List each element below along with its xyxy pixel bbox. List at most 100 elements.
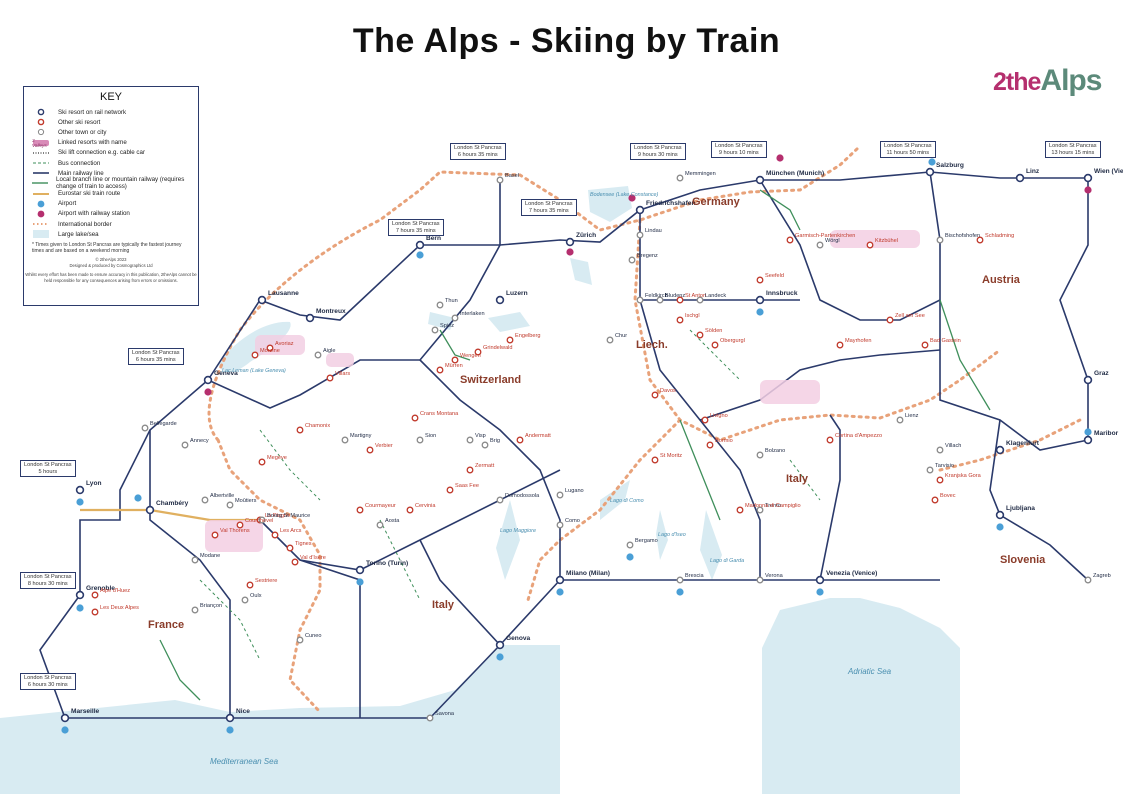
station-marker[interactable]	[481, 441, 489, 449]
station-marker[interactable]	[431, 326, 439, 334]
station-marker[interactable]	[896, 416, 904, 424]
station-marker[interactable]	[931, 496, 939, 504]
station-marker[interactable]	[145, 505, 155, 515]
station-marker[interactable]	[201, 496, 209, 504]
station-marker[interactable]	[241, 596, 249, 604]
airport-icon[interactable]	[928, 158, 936, 166]
station-marker[interactable]	[1083, 435, 1093, 445]
station-marker[interactable]	[626, 541, 634, 549]
station-marker[interactable]	[1015, 173, 1025, 183]
station-marker[interactable]	[305, 313, 315, 323]
station-marker[interactable]	[636, 296, 644, 304]
station-marker[interactable]	[60, 713, 70, 723]
station-marker[interactable]	[326, 374, 334, 382]
station-marker[interactable]	[416, 436, 424, 444]
station-marker[interactable]	[516, 436, 524, 444]
station-marker[interactable]	[676, 174, 684, 182]
station-marker[interactable]	[251, 351, 259, 359]
station-marker[interactable]	[786, 236, 794, 244]
station-marker[interactable]	[91, 591, 99, 599]
station-marker[interactable]	[816, 241, 824, 249]
station-marker[interactable]	[756, 276, 764, 284]
airport-icon[interactable]	[628, 194, 636, 202]
airport-icon[interactable]	[676, 588, 684, 596]
station-marker[interactable]	[258, 458, 266, 466]
station-marker[interactable]	[506, 336, 514, 344]
station-marker[interactable]	[341, 436, 349, 444]
station-marker[interactable]	[995, 445, 1005, 455]
station-marker[interactable]	[451, 314, 459, 322]
station-marker[interactable]	[415, 240, 425, 250]
station-marker[interactable]	[651, 391, 659, 399]
airport-icon[interactable]	[816, 588, 824, 596]
station-marker[interactable]	[258, 516, 266, 524]
station-marker[interactable]	[376, 521, 384, 529]
station-marker[interactable]	[1083, 375, 1093, 385]
airport-icon[interactable]	[61, 726, 69, 734]
station-marker[interactable]	[676, 296, 684, 304]
airport-icon[interactable]	[556, 588, 564, 596]
station-marker[interactable]	[556, 491, 564, 499]
station-marker[interactable]	[466, 436, 474, 444]
airport-icon[interactable]	[776, 154, 784, 162]
station-marker[interactable]	[496, 176, 504, 184]
station-marker[interactable]	[203, 375, 213, 385]
station-marker[interactable]	[355, 565, 365, 575]
station-marker[interactable]	[474, 348, 482, 356]
station-marker[interactable]	[226, 501, 234, 509]
station-marker[interactable]	[556, 521, 564, 529]
station-marker[interactable]	[701, 416, 709, 424]
station-marker[interactable]	[936, 446, 944, 454]
airport-icon[interactable]	[566, 248, 574, 256]
station-marker[interactable]	[446, 486, 454, 494]
airport-icon[interactable]	[1084, 186, 1092, 194]
station-marker[interactable]	[436, 301, 444, 309]
station-marker[interactable]	[1084, 576, 1092, 584]
station-marker[interactable]	[756, 576, 764, 584]
station-marker[interactable]	[451, 356, 459, 364]
station-marker[interactable]	[925, 167, 935, 177]
station-marker[interactable]	[995, 510, 1005, 520]
station-marker[interactable]	[711, 341, 719, 349]
station-marker[interactable]	[565, 237, 575, 247]
airport-icon[interactable]	[626, 553, 634, 561]
station-marker[interactable]	[495, 295, 505, 305]
airport-icon[interactable]	[226, 726, 234, 734]
station-marker[interactable]	[436, 366, 444, 374]
station-marker[interactable]	[936, 476, 944, 484]
station-marker[interactable]	[466, 466, 474, 474]
station-marker[interactable]	[756, 451, 764, 459]
station-marker[interactable]	[936, 236, 944, 244]
station-marker[interactable]	[976, 236, 984, 244]
station-marker[interactable]	[696, 296, 704, 304]
station-marker[interactable]	[836, 341, 844, 349]
station-marker[interactable]	[236, 521, 244, 529]
station-marker[interactable]	[366, 446, 374, 454]
airport-icon[interactable]	[416, 251, 424, 259]
station-marker[interactable]	[921, 341, 929, 349]
station-marker[interactable]	[246, 581, 254, 589]
station-marker[interactable]	[756, 506, 764, 514]
station-marker[interactable]	[628, 256, 636, 264]
station-marker[interactable]	[676, 316, 684, 324]
station-marker[interactable]	[826, 436, 834, 444]
station-marker[interactable]	[257, 295, 267, 305]
station-marker[interactable]	[926, 466, 934, 474]
airport-icon[interactable]	[356, 578, 364, 586]
station-marker[interactable]	[866, 241, 874, 249]
station-marker[interactable]	[181, 441, 189, 449]
station-marker[interactable]	[406, 506, 414, 514]
station-marker[interactable]	[635, 205, 645, 215]
station-marker[interactable]	[296, 426, 304, 434]
station-marker[interactable]	[411, 414, 419, 422]
station-marker[interactable]	[75, 485, 85, 495]
station-marker[interactable]	[815, 575, 825, 585]
station-marker[interactable]	[656, 296, 664, 304]
station-marker[interactable]	[606, 336, 614, 344]
station-marker[interactable]	[75, 590, 85, 600]
station-marker[interactable]	[91, 608, 99, 616]
station-marker[interactable]	[755, 175, 765, 185]
station-marker[interactable]	[706, 441, 714, 449]
airport-icon[interactable]	[496, 653, 504, 661]
